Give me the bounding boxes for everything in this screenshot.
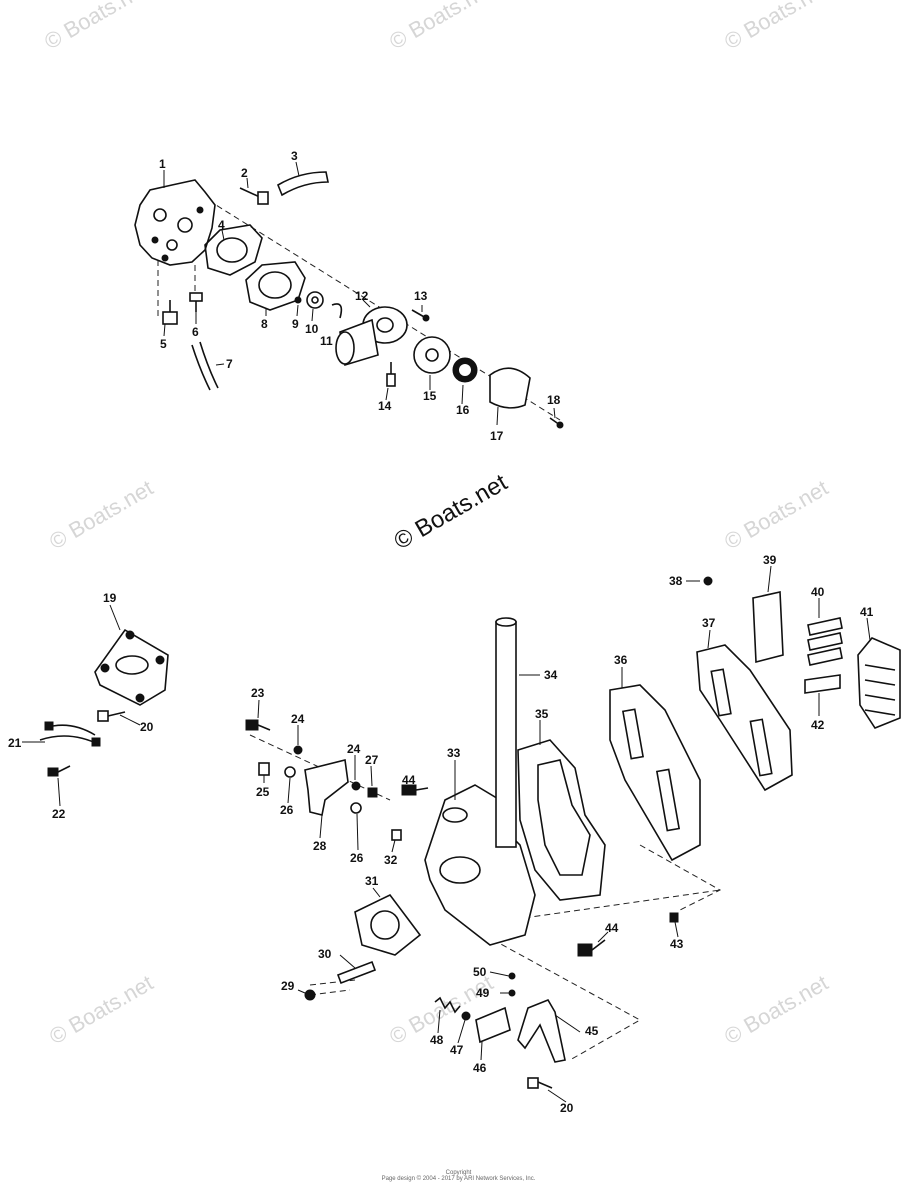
callout-30: 30 (318, 947, 332, 961)
callout-41: 41 (860, 605, 874, 619)
callout-20-upper: 20 (140, 720, 154, 734)
callout-24-a: 24 (291, 712, 305, 726)
callout-13: 13 (414, 289, 428, 303)
callout-29: 29 (281, 979, 295, 993)
callout-17: 17 (490, 429, 504, 443)
callout-50: 50 (473, 965, 487, 979)
callout-49: 49 (476, 986, 490, 1000)
callout-16: 16 (456, 403, 470, 417)
callout-labels: 1 2 3 4 5 6 7 8 9 10 11 12 13 14 15 16 1… (8, 149, 874, 1115)
callout-45: 45 (585, 1024, 599, 1038)
callout-47: 47 (450, 1043, 464, 1057)
footer-copyright: Copyright Page design © 2004 - 2017 by A… (0, 1170, 917, 1182)
footer-line1: Copyright (445, 1170, 472, 1176)
callout-38: 38 (669, 574, 683, 588)
callout-35: 35 (535, 707, 549, 721)
callout-10: 10 (305, 322, 319, 336)
callout-44-a: 44 (402, 773, 416, 787)
callout-37: 37 (702, 616, 716, 630)
watermark-center: © Boats.net (390, 469, 513, 555)
callout-32: 32 (384, 853, 398, 867)
callout-15: 15 (423, 389, 437, 403)
callout-14: 14 (378, 399, 392, 413)
callout-25: 25 (256, 785, 270, 799)
watermark: © Boats.net (45, 475, 157, 554)
part-1-housing (134, 179, 216, 266)
callout-7: 7 (226, 357, 233, 371)
callout-48: 48 (430, 1033, 444, 1047)
callout-46: 46 (473, 1061, 487, 1075)
leader-lines (22, 161, 871, 1103)
watermark: © Boats.net (720, 970, 832, 1049)
callout-26-b: 26 (350, 851, 364, 865)
callout-22: 22 (52, 807, 66, 821)
footer-line2: Page design © 2004 - 2017 by ARI Network… (381, 1176, 536, 1182)
callout-6: 6 (192, 325, 199, 339)
callout-34: 34 (544, 668, 558, 682)
callout-9: 9 (292, 317, 299, 331)
callout-3: 3 (291, 149, 298, 163)
watermark: © Boats.net (720, 0, 832, 54)
callout-12: 12 (355, 289, 369, 303)
callout-23: 23 (251, 686, 265, 700)
callout-44-b: 44 (605, 921, 619, 935)
watermark: © Boats.net (385, 0, 497, 54)
callout-31: 31 (365, 874, 379, 888)
callout-43: 43 (670, 937, 684, 951)
callout-33: 33 (447, 746, 461, 760)
callout-18: 18 (547, 393, 561, 407)
callout-20-lower: 20 (560, 1101, 574, 1115)
callout-5: 5 (160, 337, 167, 351)
part-33-manifold (424, 784, 536, 946)
watermark: © Boats.net (45, 970, 157, 1049)
callout-11: 11 (320, 334, 333, 348)
callout-21: 21 (8, 736, 22, 750)
callout-4: 4 (218, 218, 225, 232)
callout-1: 1 (159, 157, 166, 171)
callout-42: 42 (811, 718, 825, 732)
upper-assembly (134, 171, 564, 429)
callout-24-b: 24 (347, 742, 361, 756)
callout-40: 40 (811, 585, 825, 599)
callout-8: 8 (261, 317, 268, 331)
callout-28: 28 (313, 839, 327, 853)
lower-assembly (39, 576, 901, 1089)
watermark: © Boats.net (40, 0, 152, 54)
callout-2: 2 (241, 166, 248, 180)
watermark: © Boats.net (720, 475, 832, 554)
callout-27: 27 (365, 753, 379, 767)
callout-26-a: 26 (280, 803, 294, 817)
callout-19: 19 (103, 591, 117, 605)
callout-36: 36 (614, 653, 628, 667)
callout-39: 39 (763, 553, 777, 567)
